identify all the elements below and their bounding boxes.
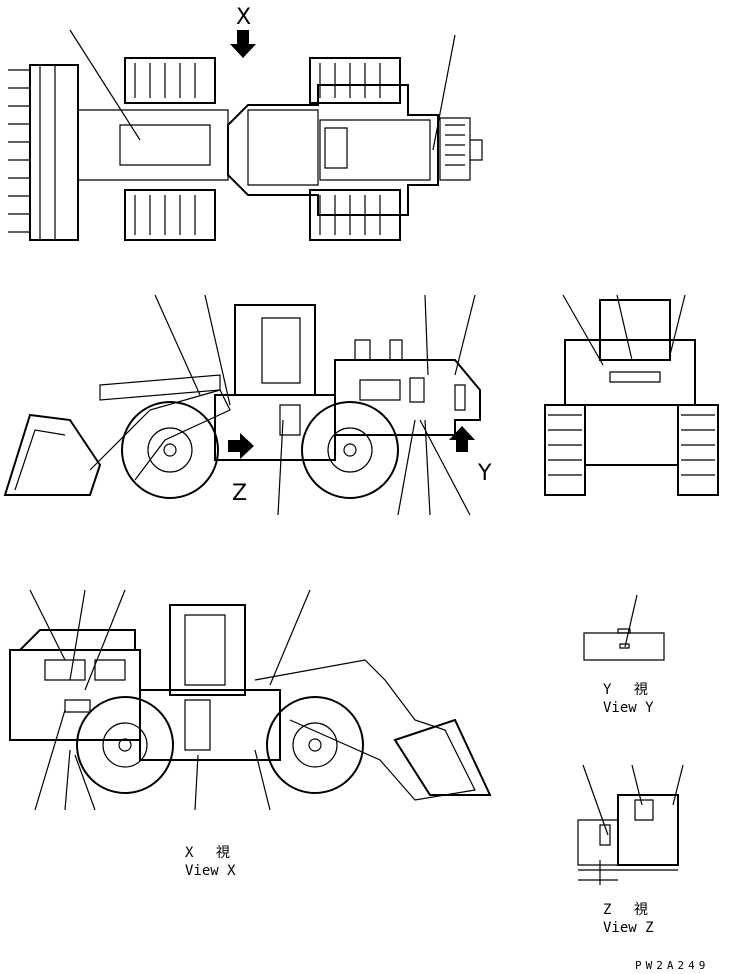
view-z-arrow-icon [228,433,254,459]
view-z-caption-line2: View Z [603,920,654,936]
view-y-marker-label: Y [477,461,492,486]
view-x-machine: X 視 View X [10,590,490,879]
view-y-arrow-icon [449,426,475,452]
view-z-marker-label: Z [232,481,247,506]
view-x-marker-label: X [236,5,251,30]
view-x-caption-line1: X 視 [185,845,230,861]
view-z-detail: Z 視 View Z [578,765,683,936]
side-view-machine: Z Y [5,295,492,515]
top-bucket [30,65,78,240]
side-bucket [5,415,100,495]
view-y-caption-line2: View Y [603,700,654,716]
top-body [228,85,438,215]
rear-view-machine [545,295,718,495]
view-x-caption-line2: View X [185,863,236,879]
view-y-detail: Y 視 View Y [584,595,664,716]
view-z-caption-line1: Z 視 [603,902,648,918]
view-x-arrow-icon [230,30,256,58]
drawing-code: PW2A249 [635,959,709,972]
view-y-caption-line1: Y 視 [603,682,648,698]
top-view-machine: X [8,5,482,240]
